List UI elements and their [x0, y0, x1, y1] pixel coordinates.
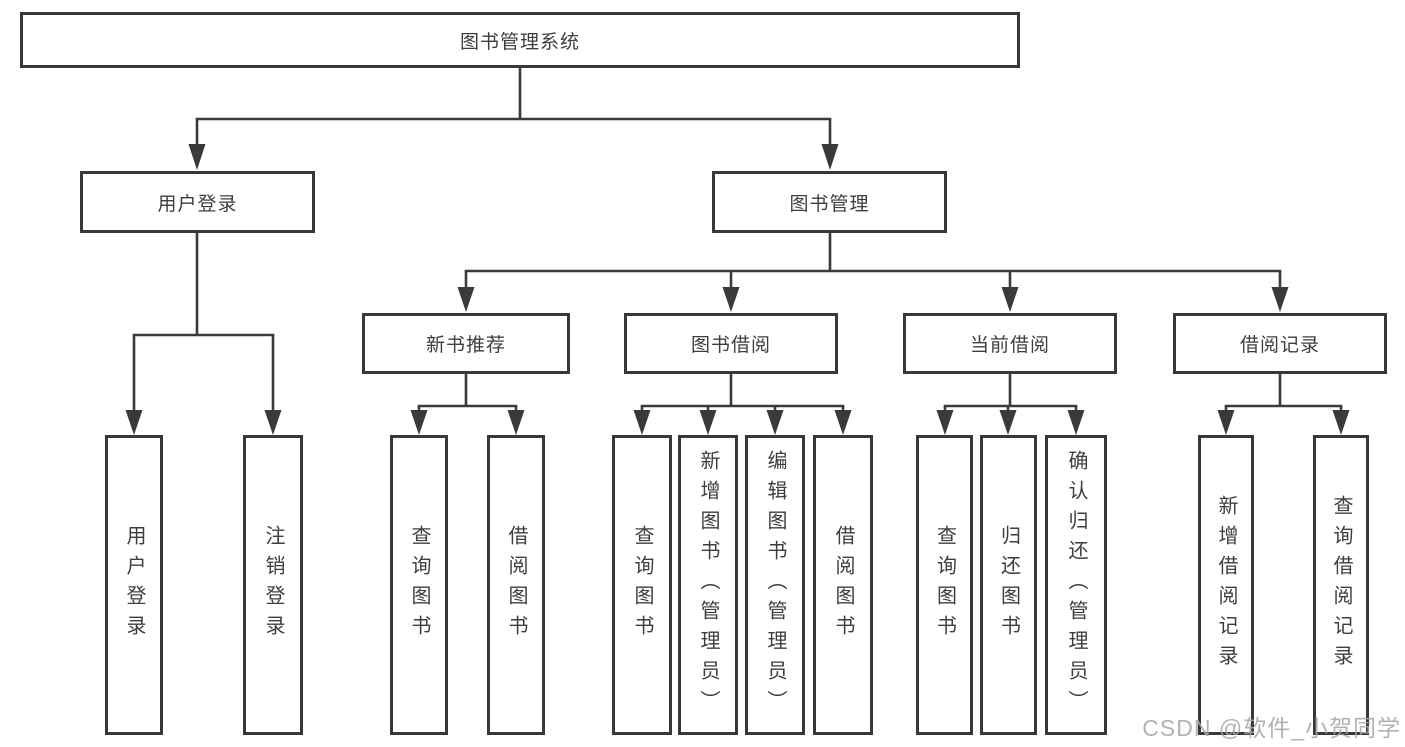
- node-book-management-group-label: 图书管理: [789, 193, 870, 215]
- leaf-recommend-borrow-books-label: 借阅图书: [505, 525, 527, 645]
- node-borrowing-records: 借阅记录: [1173, 313, 1387, 374]
- node-new-book-recommend: 新书推荐: [362, 313, 570, 374]
- leaf-logout: 注销登录: [243, 435, 303, 735]
- leaf-current-confirm-return-admin: 确认归还（管理员）: [1045, 435, 1107, 735]
- leaf-current-return-books: 归还图书: [980, 435, 1037, 735]
- leaf-recommend-query-books-label: 查询图书: [408, 525, 430, 645]
- leaf-borrow-edit-books-admin-label: 编辑图书（管理员）: [764, 450, 786, 720]
- node-root-label: 图书管理系统: [459, 31, 580, 53]
- leaf-records-add-record: 新增借阅记录: [1198, 435, 1254, 735]
- leaf-borrow-edit-books-admin: 编辑图书（管理员）: [745, 435, 805, 735]
- leaf-current-query-books: 查询图书: [916, 435, 973, 735]
- leaf-borrow-query-books-label: 查询图书: [631, 525, 653, 645]
- leaf-borrow-add-books-admin: 新增图书（管理员）: [678, 435, 738, 735]
- leaf-user-login: 用户登录: [105, 435, 163, 735]
- node-user-login-group: 用户登录: [80, 171, 315, 233]
- node-borrowing-records-label: 借阅记录: [1239, 335, 1320, 356]
- node-new-book-recommend-label: 新书推荐: [425, 335, 506, 356]
- leaf-recommend-query-books: 查询图书: [390, 435, 448, 735]
- leaf-borrow-query-books: 查询图书: [612, 435, 672, 735]
- node-book-borrowing-label: 图书借阅: [690, 335, 771, 356]
- leaf-records-query-record: 查询借阅记录: [1313, 435, 1369, 735]
- leaf-borrow-add-books-admin-label: 新增图书（管理员）: [697, 450, 719, 720]
- leaf-borrow-borrow-books: 借阅图书: [813, 435, 873, 735]
- node-root: 图书管理系统: [20, 12, 1020, 68]
- leaf-recommend-borrow-books: 借阅图书: [487, 435, 545, 735]
- node-book-borrowing: 图书借阅: [624, 313, 838, 374]
- node-user-login-group-label: 用户登录: [157, 193, 238, 215]
- leaf-current-confirm-return-admin-label: 确认归还（管理员）: [1065, 450, 1087, 720]
- leaf-borrow-borrow-books-label: 借阅图书: [832, 525, 854, 645]
- leaf-user-login-label: 用户登录: [123, 525, 145, 645]
- csdn-watermark: CSDN @软件_小贺同学: [1142, 715, 1401, 741]
- node-current-borrowing: 当前借阅: [903, 313, 1117, 374]
- leaf-current-query-books-label: 查询图书: [933, 525, 956, 645]
- leaf-logout-label: 注销登录: [262, 525, 284, 645]
- leaf-records-query-record-label: 查询借阅记录: [1330, 495, 1352, 675]
- leaf-current-return-books-label: 归还图书: [997, 525, 1020, 645]
- node-book-management-group: 图书管理: [712, 171, 947, 233]
- node-current-borrowing-label: 当前借阅: [969, 335, 1050, 356]
- leaf-records-add-record-label: 新增借阅记录: [1215, 495, 1237, 675]
